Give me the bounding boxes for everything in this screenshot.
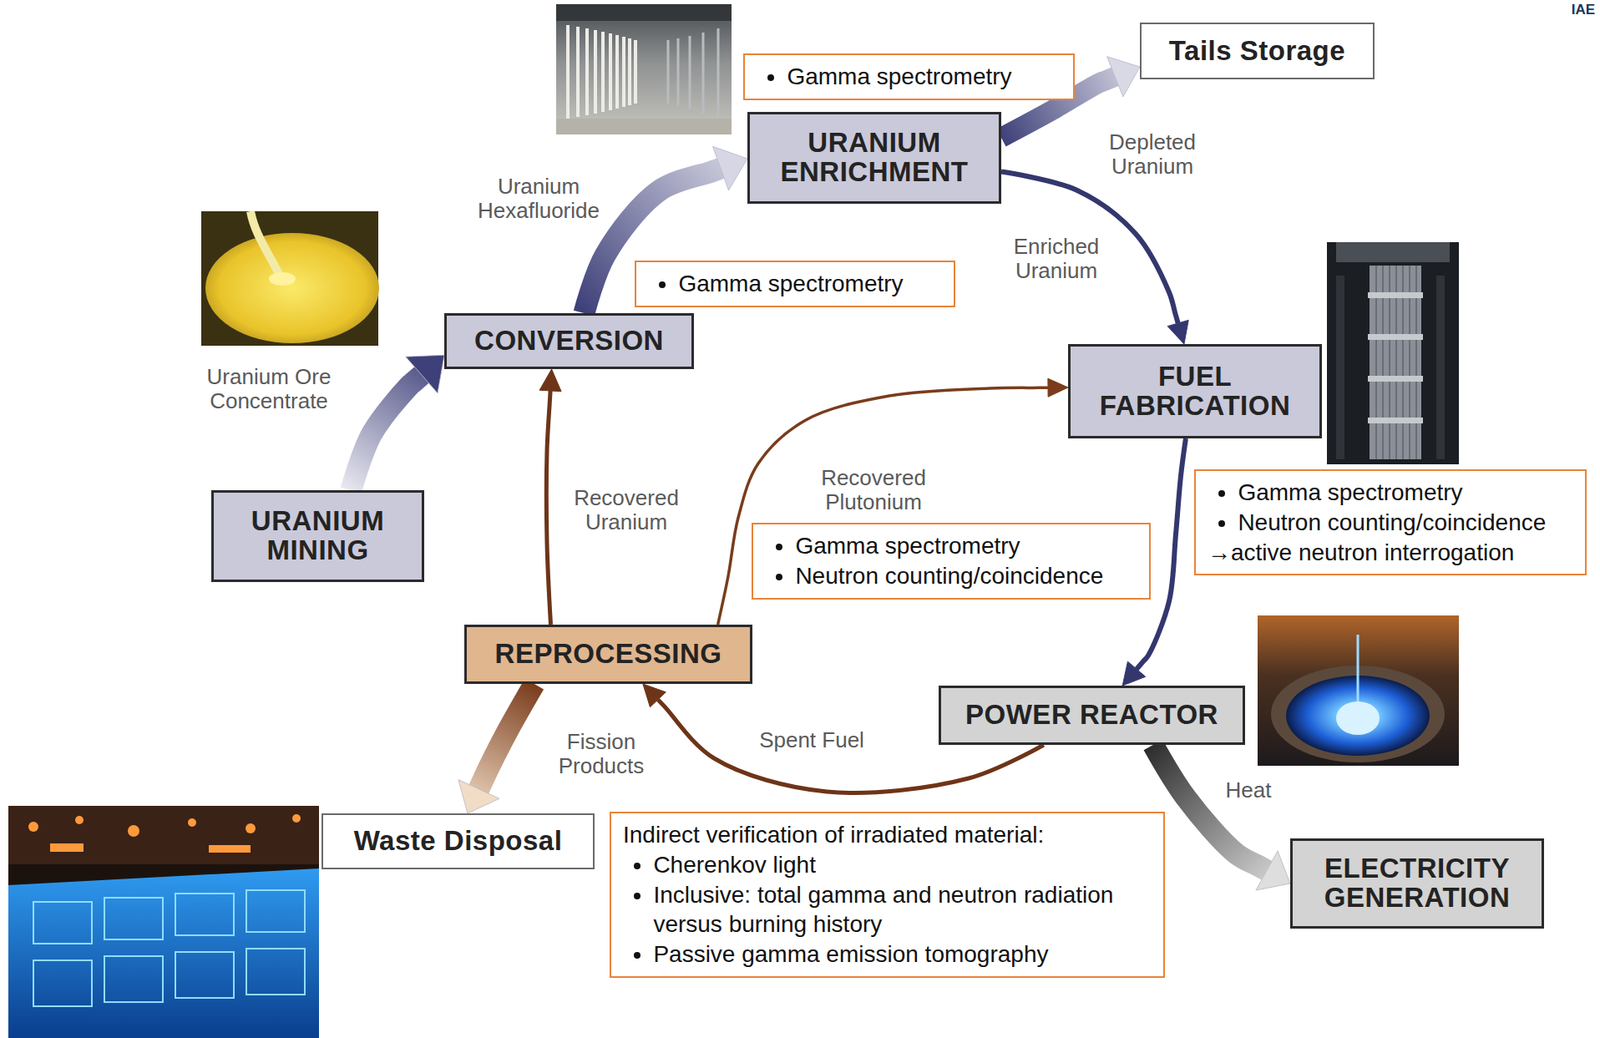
flow-band	[478, 683, 534, 790]
callout-text: →active neutron interrogation	[1207, 537, 1574, 568]
process-box: ELECTRICITY GENERATION	[1290, 838, 1545, 929]
centrifuge-hall-photo	[556, 4, 732, 135]
box-label: FUEL FABRICATION	[1080, 362, 1310, 421]
arrow-head	[1255, 850, 1291, 891]
process-box: CONVERSION	[444, 313, 694, 370]
arrow-head	[1048, 378, 1069, 397]
method-callout: Gamma spectrometry	[634, 260, 956, 308]
process-box: REPROCESSING	[464, 624, 753, 684]
flow-label: Depleted Uranium	[1098, 130, 1207, 179]
process-box: URANIUM MINING	[211, 490, 425, 583]
flow-band	[1153, 744, 1267, 871]
callout-text: Gamma spectrometry	[1237, 477, 1574, 508]
flow-label: Heat	[1224, 778, 1274, 803]
spent-fuel-pool-photo	[8, 805, 319, 1038]
storage-box: Waste Disposal	[321, 813, 595, 870]
method-callout: Gamma spectrometryNeutron counting/coinc…	[1194, 469, 1587, 576]
box-label: REPROCESSING	[495, 639, 723, 669]
method-callout: Gamma spectrometryNeutron counting/coinc…	[751, 522, 1151, 600]
flow-label: Uranium Hexafluoride	[471, 174, 606, 223]
callout-text: Cherenkov light	[653, 850, 1152, 881]
box-label: ELECTRICITY GENERATION	[1302, 854, 1532, 913]
fuel-assembly-photo	[1326, 242, 1459, 465]
flow-connector-group	[539, 369, 562, 625]
storage-box: Tails Storage	[1139, 22, 1375, 80]
callout-text: Neutron counting/coincidence	[1237, 507, 1574, 538]
flow-connector-group	[1153, 744, 1291, 891]
process-box: URANIUM ENRICHMENT	[747, 111, 1002, 204]
flow-label: Uranium Ore Concentrate	[193, 364, 345, 414]
arrow-head	[405, 354, 445, 394]
arrow-head	[1122, 661, 1146, 686]
arrow-head	[1167, 319, 1189, 345]
flow-arrow	[546, 390, 551, 625]
flow-connector-group	[458, 683, 535, 814]
flow-label: Enriched Uranium	[1002, 234, 1111, 284]
callout-text: Gamma spectrometry	[786, 61, 1062, 92]
yellowcake-photo	[201, 211, 380, 346]
arrow-head	[643, 683, 666, 708]
flow-label: Recovered Uranium	[563, 486, 689, 535]
flow-label: Fission Products	[549, 729, 654, 779]
process-box: FUEL FABRICATION	[1068, 344, 1322, 439]
box-label: CONVERSION	[474, 326, 664, 356]
arrow-head	[458, 779, 500, 814]
callout-text: Neutron counting/coincidence	[794, 561, 1138, 592]
arrow-head	[1107, 56, 1140, 97]
flow-connector-group	[350, 354, 445, 491]
callout-text: Indirect verification of irradiated mate…	[622, 820, 1152, 851]
process-box: POWER REACTOR	[938, 685, 1246, 745]
box-label: URANIUM ENRICHMENT	[759, 128, 989, 188]
method-callout: Indirect verification of irradiated mate…	[609, 811, 1165, 978]
reactor-core-photo	[1257, 615, 1459, 766]
box-label: Waste Disposal	[354, 826, 563, 856]
callout-text: Gamma spectrometry	[794, 531, 1138, 562]
flow-label: Recovered Plutonium	[810, 465, 937, 515]
box-label: POWER REACTOR	[965, 700, 1219, 730]
callout-text: Gamma spectrometry	[678, 268, 942, 299]
flow-connector-group	[1001, 172, 1189, 345]
callout-text: Passive gamma emission tomography	[653, 939, 1152, 970]
callout-text: Inclusive: total gamma and neutron radia…	[653, 880, 1152, 941]
flow-band	[350, 374, 422, 491]
arrow-head	[713, 146, 748, 191]
flow-arrow	[1001, 172, 1179, 325]
logo-text: IAE	[1571, 1, 1595, 19]
method-callout: Gamma spectrometry	[743, 53, 1075, 101]
box-label: Tails Storage	[1169, 36, 1346, 66]
flow-label: Spent Fuel	[757, 728, 866, 753]
box-label: URANIUM MINING	[223, 506, 412, 566]
arrow-head	[539, 369, 562, 392]
